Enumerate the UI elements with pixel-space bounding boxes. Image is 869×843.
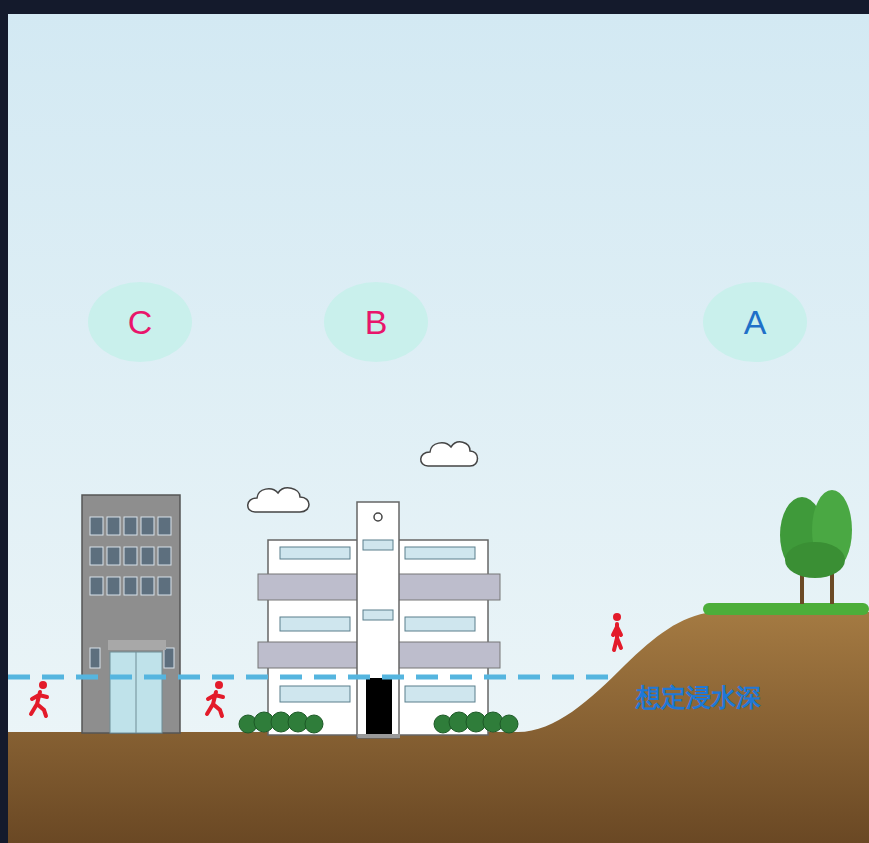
grass <box>703 603 869 615</box>
oval-fill <box>703 282 807 362</box>
label-oval: B <box>324 282 428 362</box>
ground-hill <box>8 612 869 843</box>
label-oval: A <box>703 282 807 362</box>
label-oval: C <box>88 282 192 362</box>
position-letter: A <box>703 282 807 362</box>
clouds <box>248 442 478 512</box>
school-building <box>258 502 500 738</box>
position-letter: C <box>88 282 192 362</box>
oval-fill <box>324 282 428 362</box>
flood-depth-line <box>8 675 612 680</box>
sky <box>8 14 869 843</box>
shrubs <box>239 712 518 733</box>
evacuees <box>31 613 621 716</box>
position-letter: B <box>324 282 428 362</box>
flood-depth-label: 想定浸水深 <box>636 681 761 714</box>
oval-fill <box>88 282 192 362</box>
trees <box>780 490 852 604</box>
office-building <box>82 495 180 733</box>
